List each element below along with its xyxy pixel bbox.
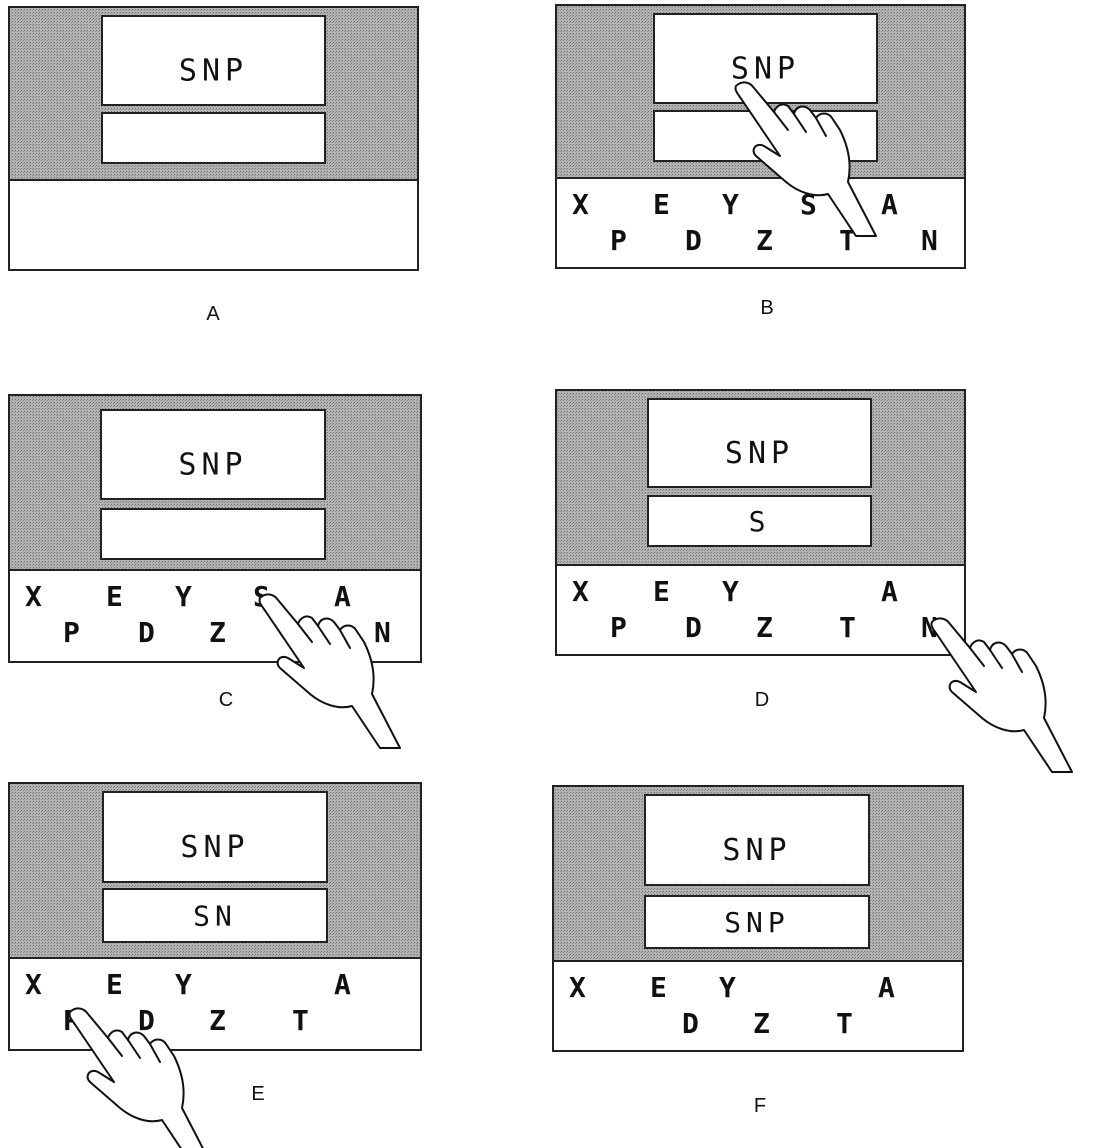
panel-label: B	[760, 297, 773, 319]
key-d[interactable]: D	[682, 1007, 699, 1040]
key-n[interactable]: N	[374, 616, 391, 649]
key-d[interactable]: D	[685, 611, 702, 644]
panel-label: D	[755, 689, 769, 711]
key-p[interactable]: P	[63, 616, 80, 649]
key-d[interactable]: D	[138, 616, 155, 649]
key-a[interactable]: A	[881, 188, 898, 221]
panel-label: A	[206, 303, 220, 325]
entry-text: SN	[193, 900, 237, 933]
target-text: SNP	[722, 833, 791, 868]
key-z[interactable]: Z	[753, 1007, 770, 1040]
panel-label: F	[754, 1095, 766, 1117]
key-e[interactable]: E	[653, 188, 670, 221]
target-text: SNP	[180, 830, 249, 865]
key-a[interactable]: A	[881, 575, 898, 608]
key-e[interactable]: E	[106, 968, 123, 1001]
entry-box[interactable]	[101, 509, 325, 559]
key-e[interactable]: E	[650, 971, 667, 1004]
key-n[interactable]: N	[921, 224, 938, 257]
key-p[interactable]: P	[610, 224, 627, 257]
panel-a: SNP A	[9, 7, 418, 325]
key-x[interactable]: X	[25, 968, 42, 1001]
key-t[interactable]: T	[839, 611, 856, 644]
panel-label: C	[219, 689, 233, 711]
key-z[interactable]: Z	[756, 611, 773, 644]
entry-box[interactable]	[102, 113, 325, 163]
key-t[interactable]: T	[836, 1007, 853, 1040]
key-a[interactable]: A	[878, 971, 895, 1004]
key-y[interactable]: Y	[175, 580, 192, 613]
key-t[interactable]: T	[292, 1004, 309, 1037]
key-d[interactable]: D	[685, 224, 702, 257]
key-p[interactable]: P	[610, 611, 627, 644]
key-y[interactable]: Y	[719, 971, 736, 1004]
key-a[interactable]: A	[334, 968, 351, 1001]
panel-label: E	[251, 1083, 264, 1105]
panel-e: SNPSNXEYAPDZTE	[9, 783, 421, 1105]
key-z[interactable]: Z	[209, 1004, 226, 1037]
target-text: SNP	[179, 54, 248, 89]
key-y[interactable]: Y	[175, 968, 192, 1001]
key-x[interactable]: X	[572, 188, 589, 221]
keyboard-area[interactable]	[9, 180, 418, 270]
key-e[interactable]: E	[653, 575, 670, 608]
key-y[interactable]: Y	[722, 188, 739, 221]
pointing-hand-icon	[931, 618, 1072, 772]
key-d[interactable]: D	[138, 1004, 155, 1037]
key-y[interactable]: Y	[722, 575, 739, 608]
key-x[interactable]: X	[25, 580, 42, 613]
panel-f: SNP SNP X E Y A D Z T F	[553, 786, 963, 1117]
key-x[interactable]: X	[572, 575, 589, 608]
key-x[interactable]: X	[569, 971, 586, 1004]
target-text: SNP	[178, 448, 247, 483]
key-e[interactable]: E	[106, 580, 123, 613]
target-text: SNP	[731, 52, 800, 87]
target-text: SNP	[725, 436, 794, 471]
key-z[interactable]: Z	[756, 224, 773, 257]
entry-text: S	[749, 505, 771, 538]
key-a[interactable]: A	[334, 580, 351, 613]
entry-text: SNP	[724, 906, 790, 939]
key-z[interactable]: Z	[209, 616, 226, 649]
